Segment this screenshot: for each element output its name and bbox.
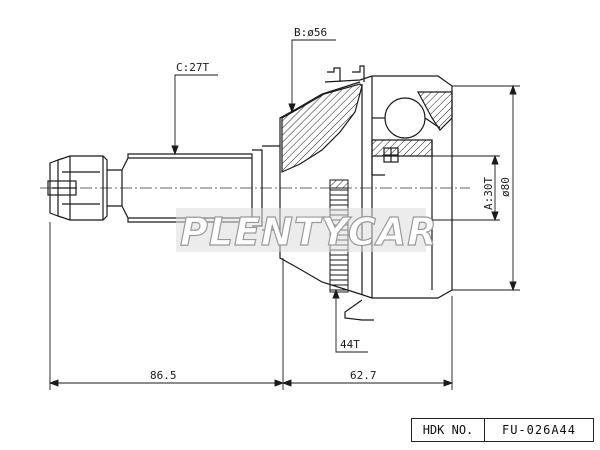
spec-diameter-label: ø80 <box>499 177 512 197</box>
spec-c-label: C:27T <box>176 61 209 74</box>
spec-b-label: B:ø56 <box>294 26 327 39</box>
dim-diameter-line <box>452 84 520 292</box>
dim-right-value: 62.7 <box>350 369 377 382</box>
ref-part-number: FU-026A44 <box>501 423 577 437</box>
watermark-text: PLENTYCAR <box>180 210 437 254</box>
leader-teeth <box>332 288 368 353</box>
leader-b <box>288 39 336 114</box>
part-reference-table: HDK NO. FU-026A44 <box>411 418 594 442</box>
watermark: PLENTYCAR <box>176 208 437 255</box>
leader-c <box>171 74 218 156</box>
ref-label: HDK NO. <box>412 419 485 441</box>
dim-a-line <box>432 154 500 222</box>
dim-bottom <box>48 222 454 390</box>
spec-a-label: A:30T <box>482 177 495 210</box>
dim-left-value: 86.5 <box>150 369 177 382</box>
spec-teeth-label: 44T <box>340 338 360 351</box>
outer-race-section <box>281 83 453 173</box>
